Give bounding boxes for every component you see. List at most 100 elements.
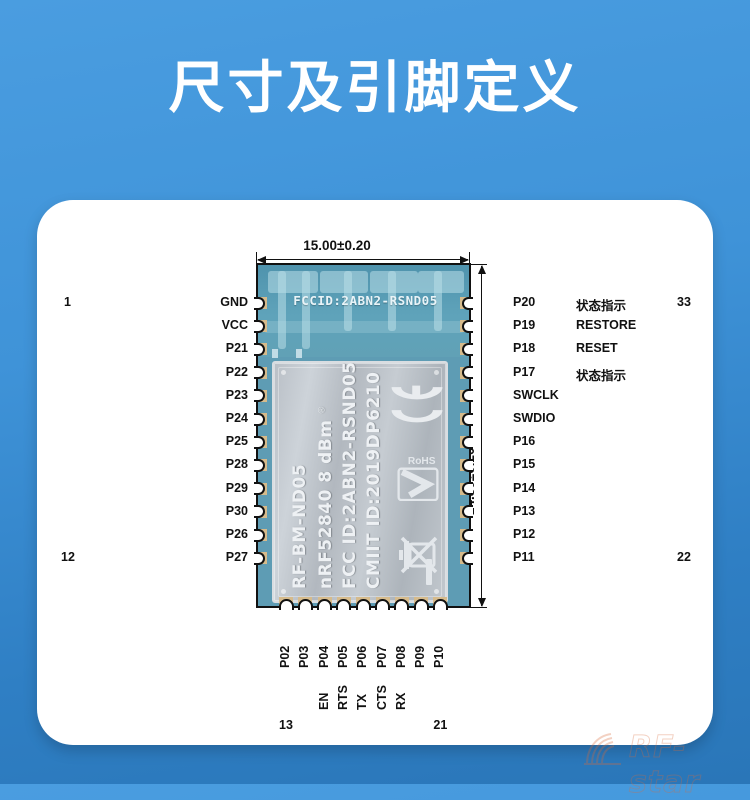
castellation-notch-right (462, 482, 473, 496)
pin-label-right: P18 (513, 341, 536, 356)
pin-label-right: P12 (513, 527, 536, 541)
castellation-notch-right (462, 389, 473, 403)
width-dimension-label: 15.00±0.20 (303, 238, 371, 253)
pin-label-bottom: P07 (374, 645, 389, 668)
castellation-notch-bottom (297, 599, 313, 610)
pin-label-bottom: P08 (393, 645, 408, 668)
weee-mark-icon (396, 534, 440, 576)
pin-label-left: P28 (225, 457, 248, 472)
castellation-notch-left (254, 458, 265, 472)
castellation-notch-right (462, 551, 473, 565)
rf-shield-can: RF-BM-ND05 nRF52840 8 dBm FCC ID:2ABN2-R… (272, 361, 448, 603)
rohs-label: RoHS (408, 456, 436, 467)
pin-label-right: P17 (513, 364, 536, 379)
pin-label-right: P11 (513, 550, 535, 565)
castellation-notch-left (254, 412, 265, 426)
pin-number-right-first: 33 (677, 295, 691, 309)
pin-number-left-first: 1 (64, 295, 71, 309)
marking-line-4: CMIIT ID:2019DP6210 (364, 371, 384, 590)
castellation-notch-right (462, 342, 473, 356)
width-ext-line-right (469, 252, 470, 268)
pin-number-bottom-first: 13 (279, 718, 293, 732)
marking-line-2: nRF52840 8 dBm (316, 419, 336, 589)
pin-label-left: P24 (225, 411, 248, 425)
pin-label-left: P27 (225, 550, 248, 565)
pin-label-left: P30 (225, 503, 248, 518)
pin-label-bottom: P04 (316, 645, 331, 668)
castellation-notch-bottom (317, 599, 333, 610)
pin-label-right: SWCLK (513, 387, 559, 402)
pin-label-left: P25 (225, 434, 248, 449)
pin-function-label-bottom: RTS (335, 685, 350, 710)
castellation-notch-right (462, 319, 473, 333)
castellation-notch-right (462, 366, 473, 380)
width-dimension-line (258, 259, 468, 260)
registered-mark-icon: ® (316, 406, 327, 414)
castellation-notch-bottom (375, 599, 390, 610)
module-body: FCCID:2ABN2-RSND05 RF-BM-ND05 nRF52840 8… (256, 263, 471, 608)
pin-label-right: P16 (513, 434, 536, 449)
pin-label-bottom: P02 (278, 645, 292, 668)
castellation-notch-left (254, 319, 265, 333)
pin-function-label-bottom: RX (393, 692, 408, 710)
pin-number-right-last: 22 (677, 550, 691, 565)
castellation-notch-right (462, 528, 473, 542)
pin-label-bottom: P03 (297, 645, 312, 668)
width-arrow-left-icon (257, 255, 266, 264)
castellation-notch-bottom (413, 599, 429, 610)
pin-label-left: P26 (225, 527, 248, 541)
lot-bar-mark (426, 559, 432, 585)
pin-label-right: P20 (513, 295, 536, 309)
castellation-notch-left (254, 435, 265, 449)
dimension-diagram: 15.00±0.20 24.80±0.20 (37, 200, 713, 745)
pin-function-label: 状态指示 (576, 368, 627, 383)
castellation-notch-left (254, 342, 265, 356)
width-arrow-right-icon (460, 255, 469, 264)
castellation-notch-left (254, 482, 265, 496)
castellation-notch-bottom (336, 599, 352, 610)
ce-mark-icon (390, 381, 444, 427)
castellation-notch-right (462, 296, 473, 310)
pin-function-label-bottom: CTS (374, 685, 389, 710)
pin-label-bottom: P10 (432, 645, 447, 668)
pin-label-left: P23 (225, 387, 248, 402)
pin-function-label-bottom: EN (316, 692, 331, 710)
marking-line-3: FCC ID:2ABN2-RSND05 (340, 361, 360, 589)
pin-number-bottom-last: 21 (433, 718, 448, 732)
pin-label-left: P22 (225, 364, 248, 379)
pin-function-label: RESET (576, 341, 618, 356)
castellation-notch-right (462, 505, 473, 519)
pin-label-right: P15 (513, 457, 536, 472)
castellation-notch-bottom (394, 599, 410, 610)
pin-label-right: P13 (513, 503, 536, 518)
castellation-notch-bottom (278, 599, 294, 610)
pin-label-bottom: P09 (413, 645, 428, 668)
pin-function-label: RESTORE (576, 318, 637, 333)
marking-line-1: RF-BM-ND05 (290, 463, 310, 589)
castellation-notch-right (462, 412, 473, 426)
pcb-antenna-area: FCCID:2ABN2-RSND05 (258, 265, 469, 358)
pin-number-left-last: 12 (61, 550, 75, 565)
castellation-notch-left (254, 366, 265, 380)
castellation-notch-right (462, 435, 473, 449)
height-arrow-bottom-icon (478, 598, 486, 607)
pin-label-right: P19 (513, 318, 536, 333)
pin-label-left: P29 (225, 480, 248, 495)
shield-inner-border (278, 367, 442, 597)
pin-label-left: VCC (221, 318, 248, 333)
castellation-notch-left (254, 389, 265, 403)
pin-function-label-bottom: TX (355, 694, 370, 710)
silkscreen-fcc-id: FCCID:2ABN2-RSND05 (293, 293, 438, 308)
pin-label-right: P14 (513, 480, 536, 495)
rohs-mark-icon: RoHS (396, 453, 440, 502)
castellation-notch-left (254, 296, 265, 310)
height-ext-line-bottom (471, 607, 487, 608)
pin-label-left: P21 (225, 341, 248, 356)
pin-function-label: 状态指示 (576, 299, 627, 313)
castellation-notch-bottom (355, 599, 371, 610)
castellation-notch-left (254, 551, 265, 565)
page-title: 尺寸及引脚定义 (168, 56, 582, 121)
castellation-notch-left (254, 528, 265, 542)
height-arrow-top-icon (478, 265, 486, 274)
height-dimension-line (481, 266, 482, 606)
